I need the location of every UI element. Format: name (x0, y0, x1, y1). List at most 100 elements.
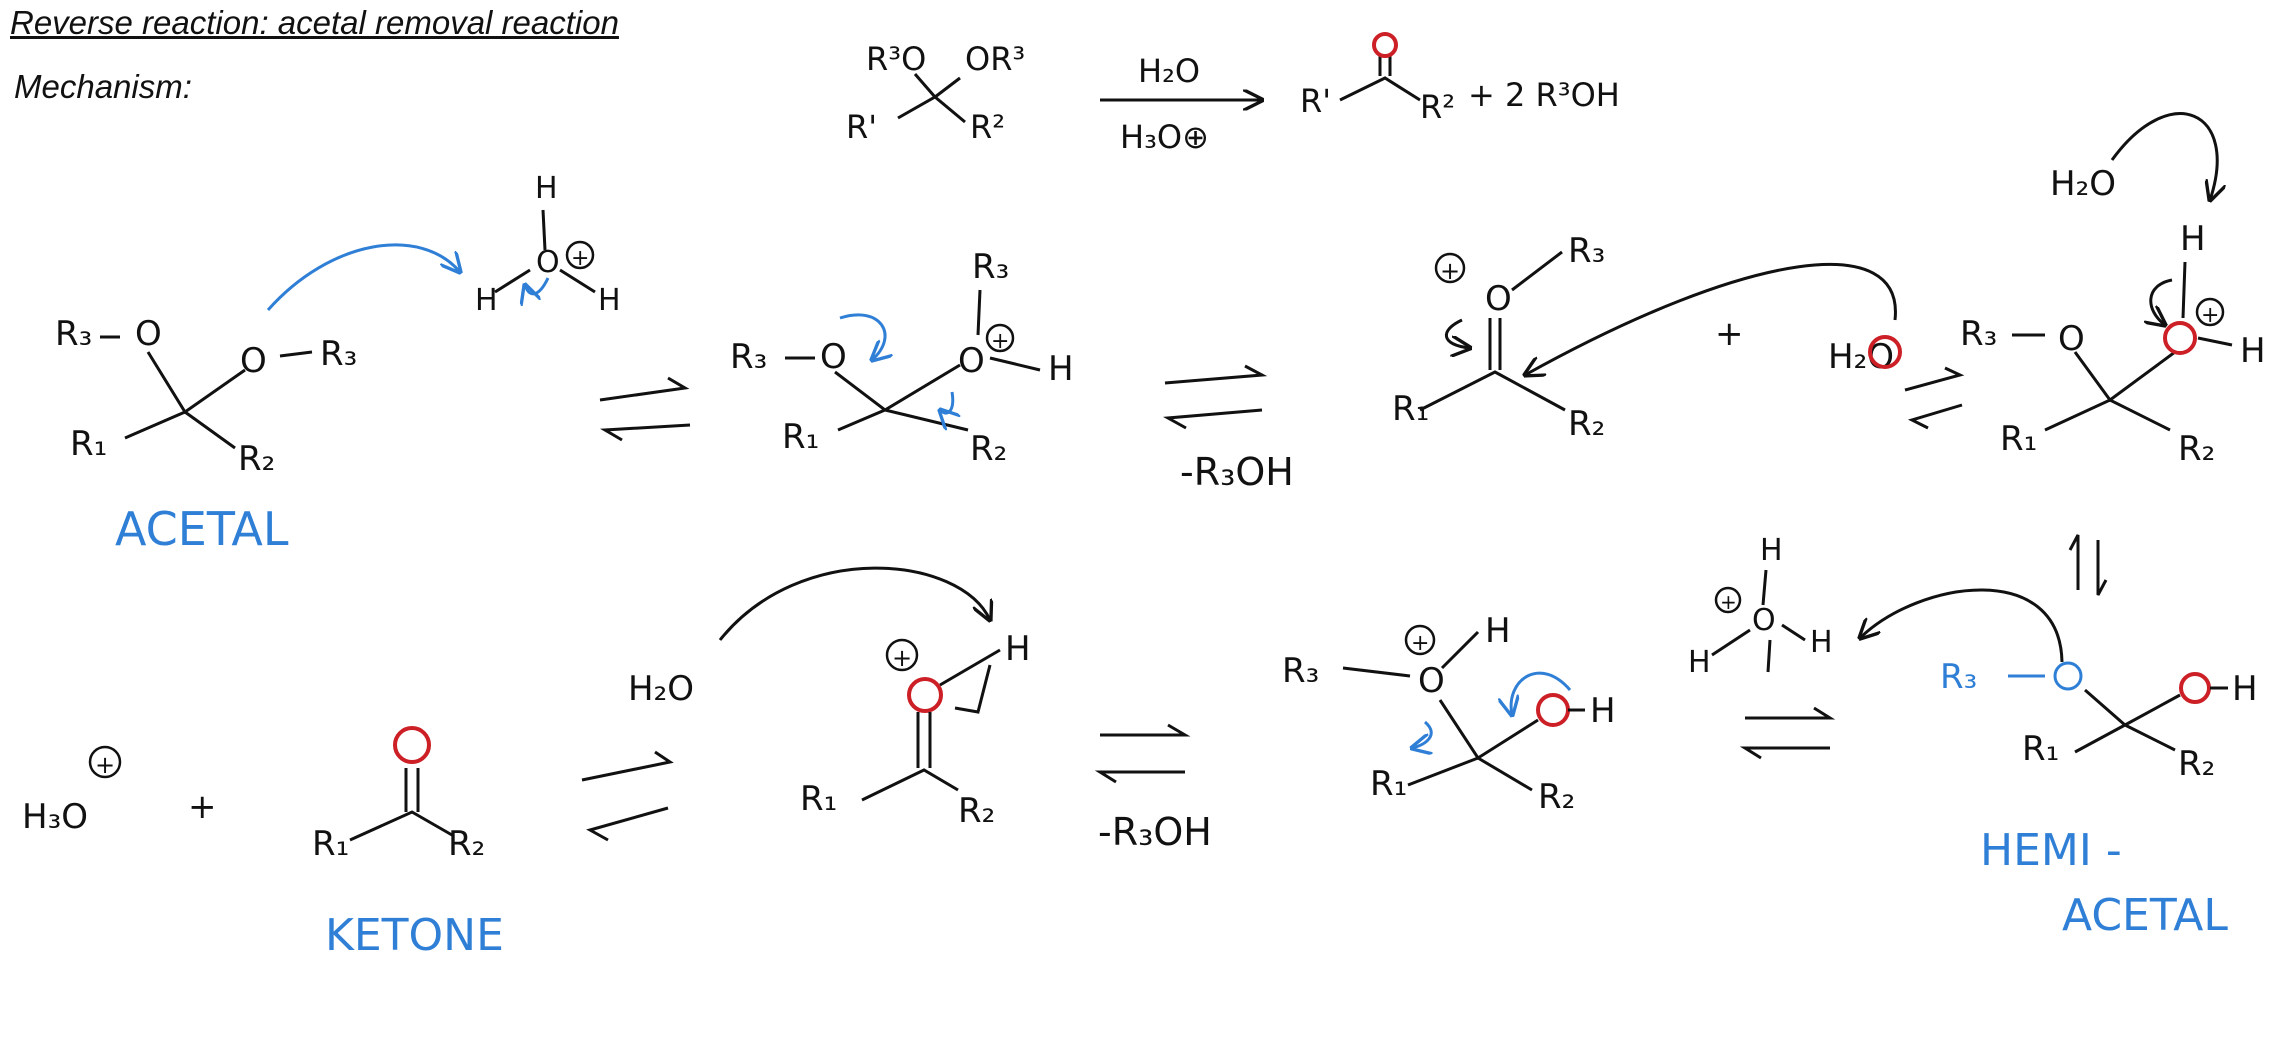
blue-arrow-leaving-group (940, 391, 953, 413)
svg-text:R₃: R₃ (1940, 657, 1977, 697)
water-attack-arrow (1525, 263, 1897, 375)
svg-text:H: H (1688, 645, 1711, 680)
hemiacetal: R₃ H R₁ R₂ (1940, 657, 2258, 784)
overall-or3: OR³ (965, 40, 1025, 78)
blue-arrow-o-to-h (266, 243, 460, 311)
blue-arrow-oh-push (1511, 671, 1572, 715)
svg-text:R₂: R₂ (1568, 404, 1605, 444)
svg-text:H₂O: H₂O (1828, 337, 1894, 377)
hydronium-2: H + O H H (1688, 533, 1833, 680)
hydronium-1: H O H H + (475, 171, 621, 318)
svg-text:O: O (240, 341, 267, 381)
svg-text:+: + (1440, 257, 1460, 285)
equilibrium-arrows-6 (581, 750, 674, 842)
svg-text:H: H (1005, 629, 1031, 669)
svg-text:H: H (1590, 691, 1616, 731)
acetal-structure: R₃ O O R₃ R₁ R₂ (55, 314, 357, 479)
svg-text:R₃: R₃ (972, 247, 1009, 287)
svg-text:R₂: R₂ (970, 429, 1007, 469)
equilibrium-arrows-4 (1739, 706, 1836, 760)
page-title: Reverse reaction: acetal removal reactio… (10, 4, 619, 41)
equilibrium-arrows-1 (599, 376, 691, 442)
svg-text:+: + (1411, 631, 1429, 656)
water-deprotonates-arrow (718, 566, 990, 641)
svg-text:R₃: R₃ (55, 314, 92, 354)
svg-text:R₃: R₃ (320, 334, 357, 374)
overall-r3o: R³O (866, 40, 926, 78)
ketone: R₁ R₂ (312, 726, 485, 864)
svg-text:H: H (598, 283, 621, 318)
svg-text:R₁: R₁ (2022, 729, 2059, 769)
overall-reagent-top: H₂O (1138, 52, 1200, 90)
page-subtitle: Mechanism: (14, 68, 192, 105)
overall-reagent-bottom: H₃O⊕ (1120, 118, 1209, 156)
water-row2: H₂O (628, 669, 694, 709)
svg-text:O: O (1752, 603, 1776, 638)
svg-text:R₁: R₁ (2000, 419, 2037, 459)
protonated-acetal: R₃ O R₃ O H R₁ R₂ + (730, 247, 1074, 469)
svg-text:R₃: R₃ (730, 337, 767, 377)
svg-text:O: O (820, 337, 847, 377)
svg-text:R₁: R₁ (1370, 764, 1407, 804)
hemi-label: HEMI - (1980, 825, 2122, 876)
svg-text:H: H (475, 283, 498, 318)
overall-r2: R² (970, 108, 1005, 146)
blue-arrow-lone-pair (839, 313, 885, 360)
svg-text:R₁: R₁ (800, 779, 837, 819)
svg-text:R₁: R₁ (70, 424, 107, 464)
deprotonation-arrow (1860, 588, 2064, 663)
svg-text:H: H (2232, 669, 2258, 709)
svg-text:+: + (95, 751, 115, 779)
svg-text:O: O (958, 341, 985, 381)
svg-text:R₃: R₃ (1282, 651, 1319, 691)
svg-text:+: + (892, 644, 912, 672)
blue-arrow-leave (1412, 720, 1431, 748)
svg-text:R₂: R₂ (238, 439, 275, 479)
svg-text:H: H (2180, 219, 2206, 259)
equilibrium-arrows-3 (1904, 366, 1965, 430)
svg-text:O: O (135, 314, 162, 354)
svg-text:R₂: R₂ (2178, 429, 2215, 469)
svg-text:O: O (2058, 319, 2085, 359)
svg-text:+: + (2201, 303, 2219, 328)
svg-text:O: O (1418, 661, 1445, 701)
svg-text:R₂: R₂ (448, 824, 485, 864)
byproduct-2: -R₃OH (1098, 810, 1212, 854)
svg-text:R₁: R₁ (312, 824, 349, 864)
byproduct-1: -R₃OH (1180, 450, 1294, 494)
svg-text:+: + (571, 246, 589, 271)
ketone-label: KETONE (325, 910, 504, 961)
svg-text:+: + (1720, 590, 1737, 614)
svg-text:H₃O: H₃O (22, 797, 88, 837)
acetal-label: ACETAL (115, 502, 289, 556)
blue-arrow-oh-bond (525, 277, 550, 294)
equilibrium-arrows-2 (1162, 364, 1268, 430)
overall-product-r2: R² (1420, 88, 1455, 126)
overall-product-plus: + 2 R³OH (1468, 76, 1620, 114)
svg-text:H: H (2240, 331, 2266, 371)
protonated-hemiacetal-2: R₃ + H O H R₁ R₂ (1282, 611, 1616, 817)
overall-product-r1: R' (1300, 82, 1331, 120)
svg-text:R₃: R₃ (1568, 231, 1605, 271)
svg-text:+: + (188, 787, 217, 827)
svg-text:O: O (536, 245, 560, 280)
hemi-acetal-label: ACETAL (2062, 890, 2228, 941)
overall-r1: R' (846, 108, 877, 146)
svg-text:H: H (535, 171, 558, 206)
svg-text:R₂: R₂ (958, 791, 995, 831)
protonated-hemiacetal: H R₃ O H R₁ R₂ + (1960, 219, 2266, 469)
svg-text:R₃: R₃ (1960, 314, 1997, 354)
svg-text:R₁: R₁ (782, 417, 819, 457)
svg-text:R₂: R₂ (2178, 744, 2215, 784)
water-nucleophile: H₂O (1828, 335, 1902, 377)
overall-carbonyl-oxygen-red (1372, 32, 1398, 58)
svg-text:H: H (1810, 625, 1833, 660)
water-top-right: H₂O (2050, 112, 2217, 204)
plus-sign-1: + (1715, 314, 1744, 354)
overall-carbonyl-bonds (1339, 55, 1421, 102)
svg-text:H₂O: H₂O (2050, 164, 2116, 204)
svg-text:H: H (1048, 349, 1074, 389)
protonated-ketone: + H R₁ R₂ (800, 629, 1031, 831)
svg-text:H: H (1760, 533, 1783, 568)
